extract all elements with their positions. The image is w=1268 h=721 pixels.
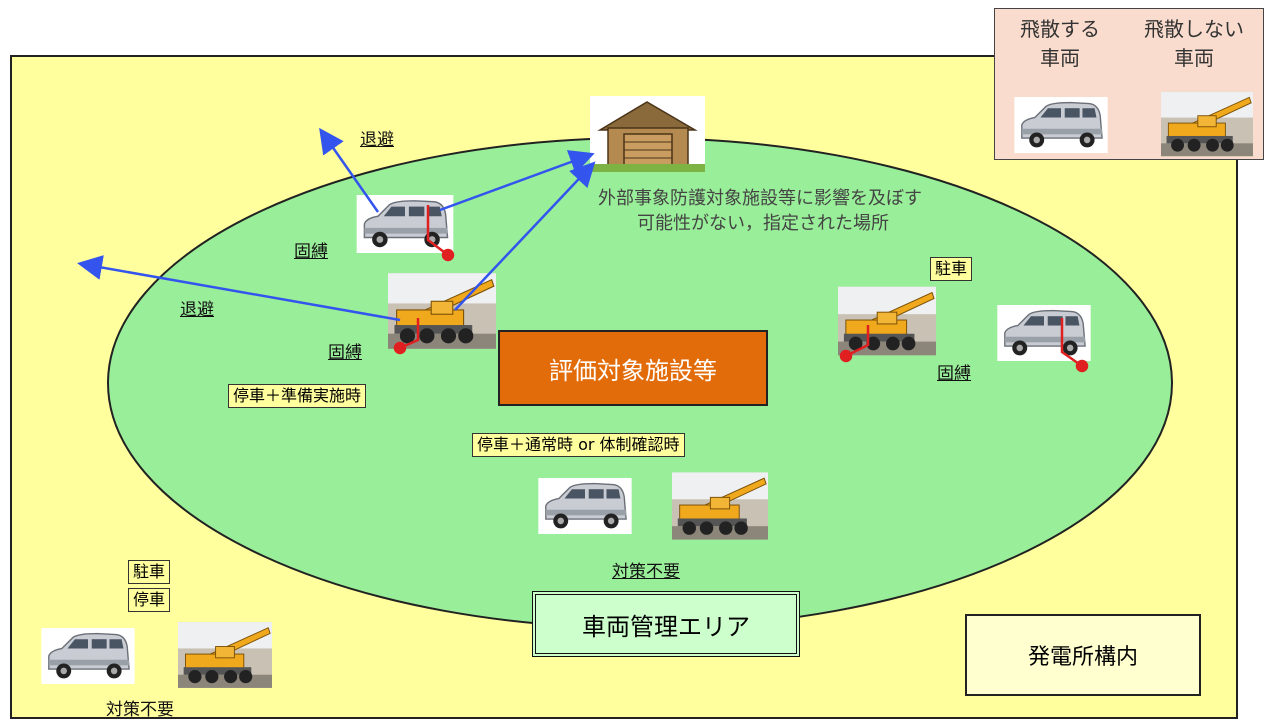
legend-col1: 飛散する 車両 xyxy=(1001,15,1119,73)
legend-col2-line1: 飛散しない xyxy=(1144,17,1244,41)
shelter-description: 外部事象防護対象施設等に影響を及ぼす xyxy=(598,188,922,209)
evaluation-facility-box: 評価対象施設等 xyxy=(498,330,768,406)
stop-normal-box: 停車＋通常時 or 体制確認時 xyxy=(472,433,685,457)
legend-col1-line2: 車両 xyxy=(1040,46,1080,70)
parking-box: 駐車 xyxy=(128,560,171,584)
no-measure-label: 対策不要 xyxy=(106,700,174,720)
restrain-label: 固縛 xyxy=(294,242,328,262)
evacuate-label: 退避 xyxy=(180,300,214,320)
restraint-line xyxy=(845,325,870,358)
stop-box: 停車 xyxy=(128,588,171,612)
car-icon xyxy=(1009,97,1113,153)
legend-col2-line2: 車両 xyxy=(1174,46,1214,70)
evacuate-arrow xyxy=(319,127,380,213)
evacuate-label: 退避 xyxy=(360,130,394,150)
parking-box: 駐車 xyxy=(930,257,973,281)
legend-col2: 飛散しない 車両 xyxy=(1127,15,1261,73)
restrain-label: 固縛 xyxy=(328,343,362,363)
restraint-line xyxy=(1060,318,1083,368)
evacuate-arrow xyxy=(77,255,401,322)
crane-truck-icon xyxy=(1161,91,1253,157)
restraint-line xyxy=(399,318,420,350)
shelter-description: 可能性がない，指定された場所 xyxy=(637,213,889,234)
power-plant-label: 発電所構内 xyxy=(965,614,1201,696)
stop-prep-box: 停車＋準備実施時 xyxy=(228,384,367,408)
restrain-label: 固縛 xyxy=(937,364,971,384)
no-measure-label: 対策不要 xyxy=(612,562,680,582)
shelter-arrow xyxy=(454,161,596,311)
legend-col1-line1: 飛散する xyxy=(1020,17,1100,41)
legend: 飛散する 車両 飛散しない 車両 xyxy=(994,8,1264,160)
shelter-arrow xyxy=(439,150,595,212)
shed-icon xyxy=(590,96,705,172)
restraint-line xyxy=(426,205,449,256)
vehicle-area-label: 車両管理エリア xyxy=(532,591,800,657)
